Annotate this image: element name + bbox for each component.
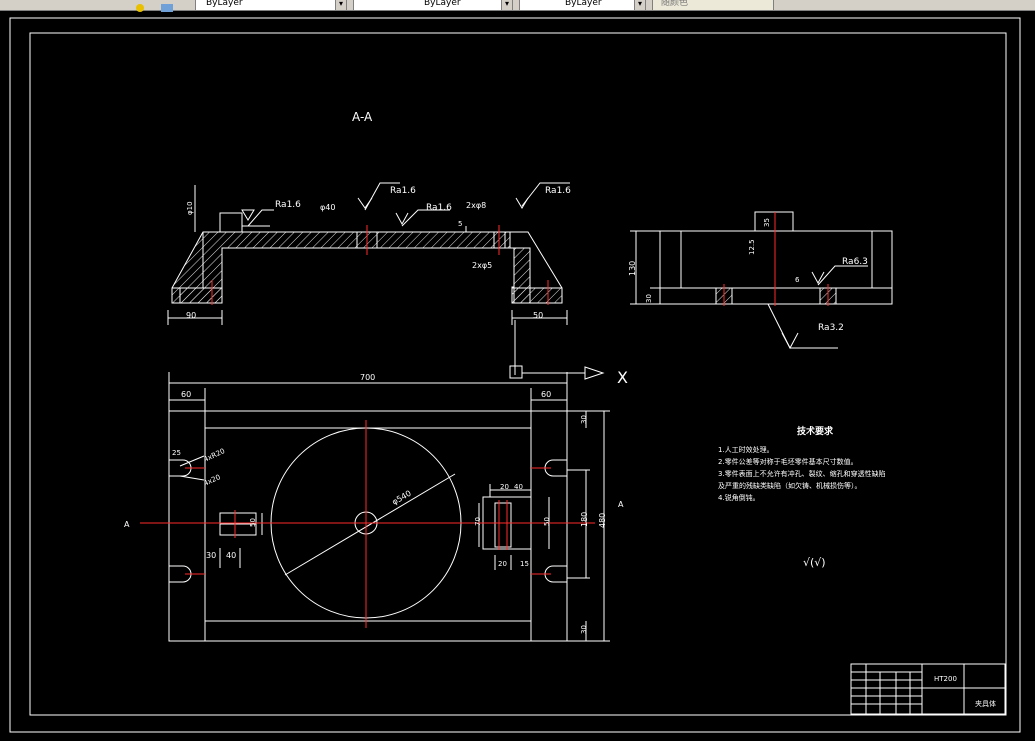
tech-req-item-4: 及严重的残缺类缺陷（如欠铸、机械损伤等）。 (718, 481, 862, 490)
roughness-2: Ra1.6 (390, 186, 416, 196)
hole-note: φ40 (320, 203, 335, 212)
dim-5: 5 (458, 220, 462, 228)
tech-req-title: 技术要求 (797, 425, 834, 437)
title-block-material: HT200 (934, 675, 957, 683)
dim-2: 2xφ5 (472, 261, 492, 270)
roughness-note: √(√) (803, 556, 826, 569)
title-block-name: 夹具体 (975, 699, 996, 708)
dim-overall-width: 700 (360, 373, 375, 382)
linetype-control-value: ByLayer (424, 0, 461, 8)
dim-slot-1: 4xR20 (202, 447, 226, 464)
sheet-inner-border (29, 32, 1007, 716)
sheet-outer-border (9, 17, 1021, 733)
cad-drawing[interactable]: A-A (0, 11, 1035, 737)
dim-left: 90 (186, 311, 196, 320)
roughness-b: Ra3.2 (818, 323, 844, 333)
dim-20c: 20 (498, 560, 507, 568)
dim-180: 180 (580, 512, 589, 527)
side-dim-6: 6 (795, 276, 800, 284)
side-dim-top: 35 (763, 218, 771, 227)
title-block (850, 663, 1006, 715)
dim-left-60: 60 (181, 390, 191, 399)
dim-20a: 20 (500, 483, 509, 491)
plan-view (168, 372, 610, 642)
dim-30-bottom: 30 (580, 625, 588, 634)
side-view (630, 211, 893, 350)
layer-state-icon[interactable] (160, 0, 173, 12)
dim-50b: 50 (543, 517, 551, 526)
color-control-dropdown[interactable]: ByLayer ▾ (195, 0, 347, 11)
dim-left-vertical: φ10 (186, 201, 194, 215)
drawing-canvas[interactable]: A-A (0, 11, 1035, 737)
tech-req-item-3: 3.零件表面上不允许有冲孔、裂纹、缩孔和穿透性缺陷 (718, 469, 886, 478)
dim-15: 15 (520, 560, 529, 568)
dim-40b: 40 (514, 483, 523, 491)
hole-note-2: 2xφ8 (466, 201, 486, 210)
plot-style-control-dropdown: 随颜色 (652, 0, 774, 11)
dim-480: 480 (598, 513, 607, 528)
section-view (167, 182, 570, 325)
ucs-x-label: X (617, 368, 628, 387)
roughness-4: Ra1.6 (545, 186, 571, 196)
plot-style-control-value: 随颜色 (661, 0, 689, 8)
chevron-down-icon: ▾ (501, 0, 512, 10)
tech-req-item-1: 1.人工时效处理。 (718, 445, 774, 454)
dim-diameter: φ540 (391, 489, 413, 507)
section-label: A-A (352, 110, 373, 124)
dim-30-top: 30 (580, 415, 588, 424)
ucs-icon (509, 320, 605, 380)
dim-right: 50 (533, 311, 543, 320)
technical-requirements: 技术要求 1.人工时效处理。 2.零件公差等对称于毛坯零件基本尺寸数值。 3.零… (718, 425, 886, 569)
dim-25: 25 (172, 449, 181, 457)
side-view-centerlines (723, 212, 829, 306)
section-mark-left: A (124, 520, 130, 529)
layer-tools-icon[interactable] (135, 0, 147, 12)
side-dim-base: 30 (645, 294, 653, 303)
linetype-control-dropdown[interactable]: ByLayer ▾ (353, 0, 513, 11)
roughness-a: Ra6.3 (842, 257, 868, 267)
roughness-1: Ra1.6 (275, 200, 301, 210)
tech-req-item-2: 2.零件公差等对称于毛坯零件基本尺寸数值。 (718, 457, 858, 466)
plan-view-centerlines (140, 420, 595, 628)
chevron-down-icon: ▾ (634, 0, 645, 10)
dim-50: 50 (249, 518, 257, 527)
dim-70: 70 (474, 517, 482, 526)
side-dim-height: 130 (628, 261, 637, 276)
chevron-down-icon: ▾ (335, 0, 346, 10)
dim-right-60: 60 (541, 390, 551, 399)
dim-30: 30 (206, 551, 216, 560)
color-control-value: ByLayer (206, 0, 243, 8)
section-mark-right: A (618, 500, 624, 509)
roughness-3: Ra1.6 (426, 203, 452, 213)
tech-req-item-5: 4.锐角倒钝。 (718, 493, 760, 502)
properties-toolbar: ByLayer ▾ ByLayer ▾ ByLayer ▾ 随颜色 (0, 0, 1035, 12)
lineweight-control-value: ByLayer (565, 0, 602, 8)
section-view-centerlines (211, 225, 549, 305)
side-dim-12-5: 12.5 (748, 239, 756, 255)
dim-40: 40 (226, 551, 236, 560)
lineweight-control-dropdown[interactable]: ByLayer ▾ (519, 0, 646, 11)
